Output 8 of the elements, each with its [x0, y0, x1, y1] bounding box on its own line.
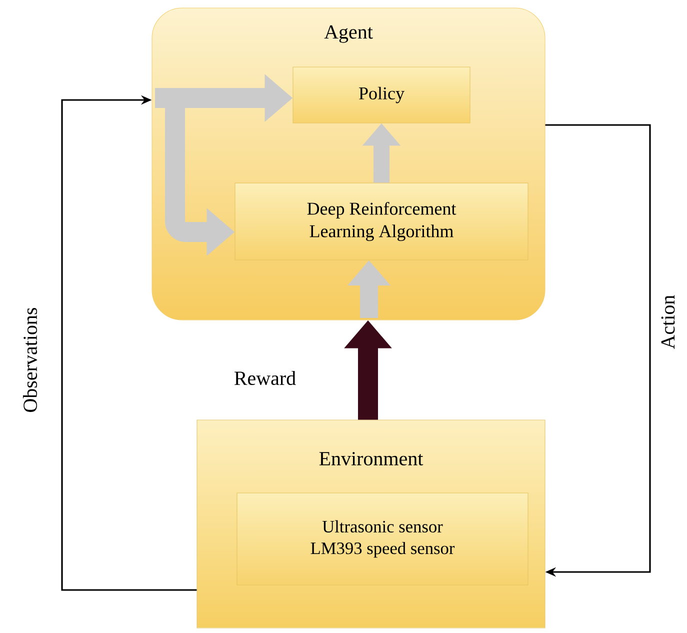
process-box: Deep Reinforcement Learning Algorithm — [234, 182, 528, 260]
arrow — [61, 95, 197, 591]
edge-label: Reward — [234, 370, 296, 386]
arrow — [545, 124, 651, 577]
process-box: Policy — [292, 66, 470, 124]
edge-label: Observations — [22, 308, 38, 412]
sensor-box: Ultrasonic sensor LM393 speed sensor — [236, 492, 528, 586]
edge-label: Action — [661, 295, 675, 350]
